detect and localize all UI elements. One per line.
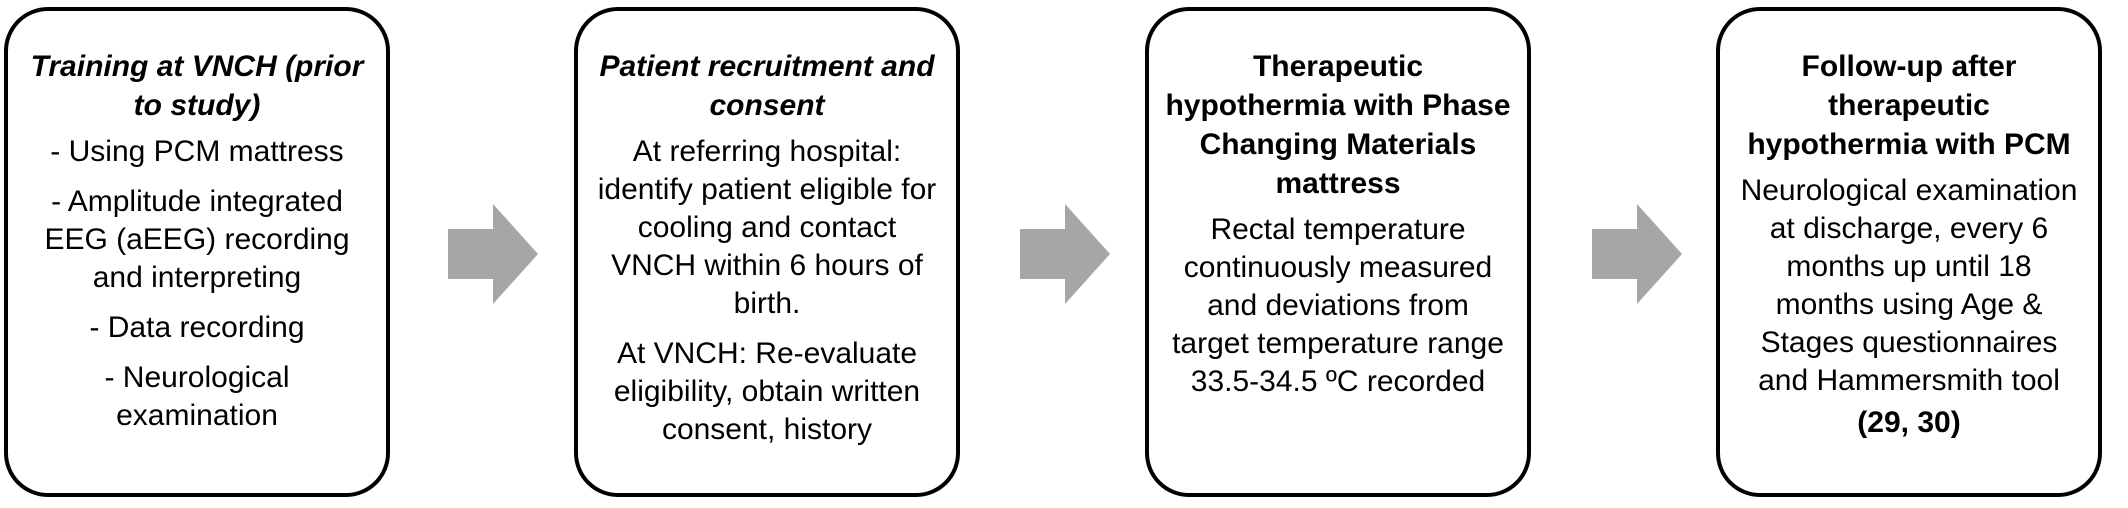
step-box-training: Training at VNCH (prior to study) - Usin… <box>4 7 390 497</box>
step-text-rectal-temperature: Rectal temperature continuously measured… <box>1172 213 1504 398</box>
step-title-follow-up: Follow-up after therapeutic hypothermia … <box>1747 50 2071 161</box>
step-text-data-recording: - Data recording <box>89 311 305 344</box>
step-title-hypothermia: Therapeutic hypothermia with Phase Chang… <box>1165 50 1511 200</box>
step-box-follow-up: Follow-up after therapeutic hypothermia … <box>1716 7 2102 497</box>
arrow-right-icon <box>1020 204 1110 304</box>
step-text-neurological-exam: - Neurological examination <box>104 361 290 432</box>
step-text-vnch-evaluation: At VNCH: Re-evaluate eligibility, obtain… <box>613 337 921 446</box>
step-reference: (29, 30) <box>1857 406 1961 439</box>
step-text-neurological-follow-up: Neurological examination at discharge, e… <box>1740 174 2078 397</box>
step-box-recruitment: Patient recruitment and consent At refer… <box>574 7 960 497</box>
step-text-referring-hospital: At referring hospital: identify patient … <box>597 135 937 320</box>
step-text-pcm-mattress: - Using PCM mattress <box>50 135 344 168</box>
arrow-right-icon <box>448 204 538 304</box>
step-title-training: Training at VNCH (prior to study) <box>30 50 364 122</box>
step-text-aeeg: - Amplitude integrated EEG (aEEG) record… <box>44 185 350 294</box>
arrow-right-icon <box>1592 204 1682 304</box>
step-title-recruitment: Patient recruitment and consent <box>599 50 935 122</box>
step-box-hypothermia: Therapeutic hypothermia with Phase Chang… <box>1145 7 1531 497</box>
